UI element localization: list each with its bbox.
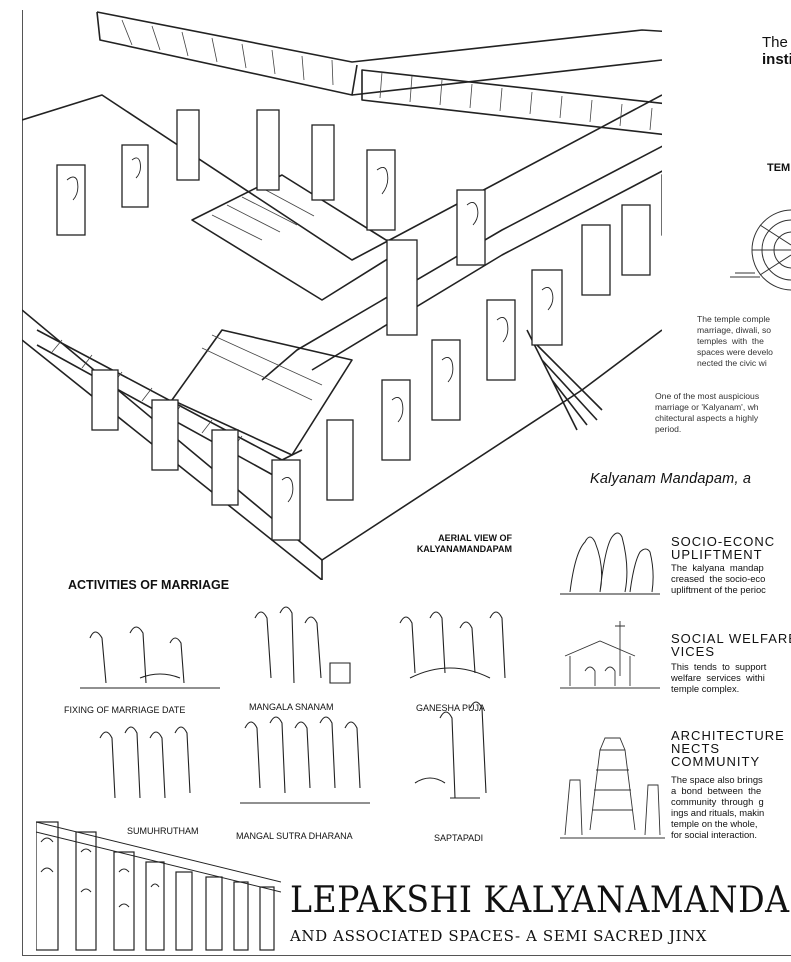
left-border (22, 10, 23, 955)
aerial-view-sketch (22, 11, 662, 580)
market-sketch (560, 621, 660, 689)
poster-title: LEPAKSHI KALYANAMANDAPA (290, 880, 791, 921)
figures-sketch (560, 532, 660, 595)
aerial-view-caption: AERIAL VIEW OF KALYANAMANDAPAM (416, 533, 512, 554)
poster-subtitle: AND ASSOCIATED SPACES- A SEMI SACRED JIN… (290, 927, 708, 945)
ruins-sketch (36, 821, 281, 951)
activity-ganesha-puja: GANESHA PUJA (416, 703, 486, 713)
activity-fixing-date: FIXING OF MARRIAGE DATE (64, 705, 186, 715)
social-welfare-title: SOCIAL WELFARE VICES (671, 631, 791, 659)
intro-heading-line1: The (762, 34, 788, 51)
bottom-border (22, 955, 791, 956)
socio-economic-text: The kalyana mandap creased the socio-eco… (671, 562, 766, 595)
auspicious-paragraph: One of the most auspicious marriage or '… (655, 391, 760, 434)
gopuram-sketch (560, 737, 665, 839)
social-welfare-text: This tends to support welfare services w… (671, 661, 767, 694)
activities-heading: ACTIVITIES OF MARRIAGE (68, 578, 230, 592)
activity-saptapadi: SAPTAPADI (434, 833, 484, 843)
activity-mangal-sutra: MANGAL SUTRA DHARANA (236, 831, 353, 841)
activity-sumuhrutham: SUMUHRUTHAM (127, 826, 199, 836)
architecture-text: The space also brings a bond between the… (671, 774, 765, 840)
temple-section-label: TEM (767, 162, 791, 174)
tagline: Kalyanam Mandapam, a (590, 471, 752, 487)
socio-economic-title: SOCIO-ECONC UPLIFTMENT (671, 534, 776, 562)
activity-mangala-snanam: MANGALA SNANAM (249, 702, 334, 712)
intro-heading-line2: insti (762, 51, 791, 68)
temple-wheel-sketch (730, 209, 791, 291)
temple-paragraph: The temple comple marriage, diwali, so t… (697, 314, 773, 368)
activity-sketches (80, 606, 506, 804)
intro-heading: The insti (762, 34, 791, 68)
architecture-title: ARCHITECTURE C NECTS COMMUNITY (671, 728, 785, 769)
